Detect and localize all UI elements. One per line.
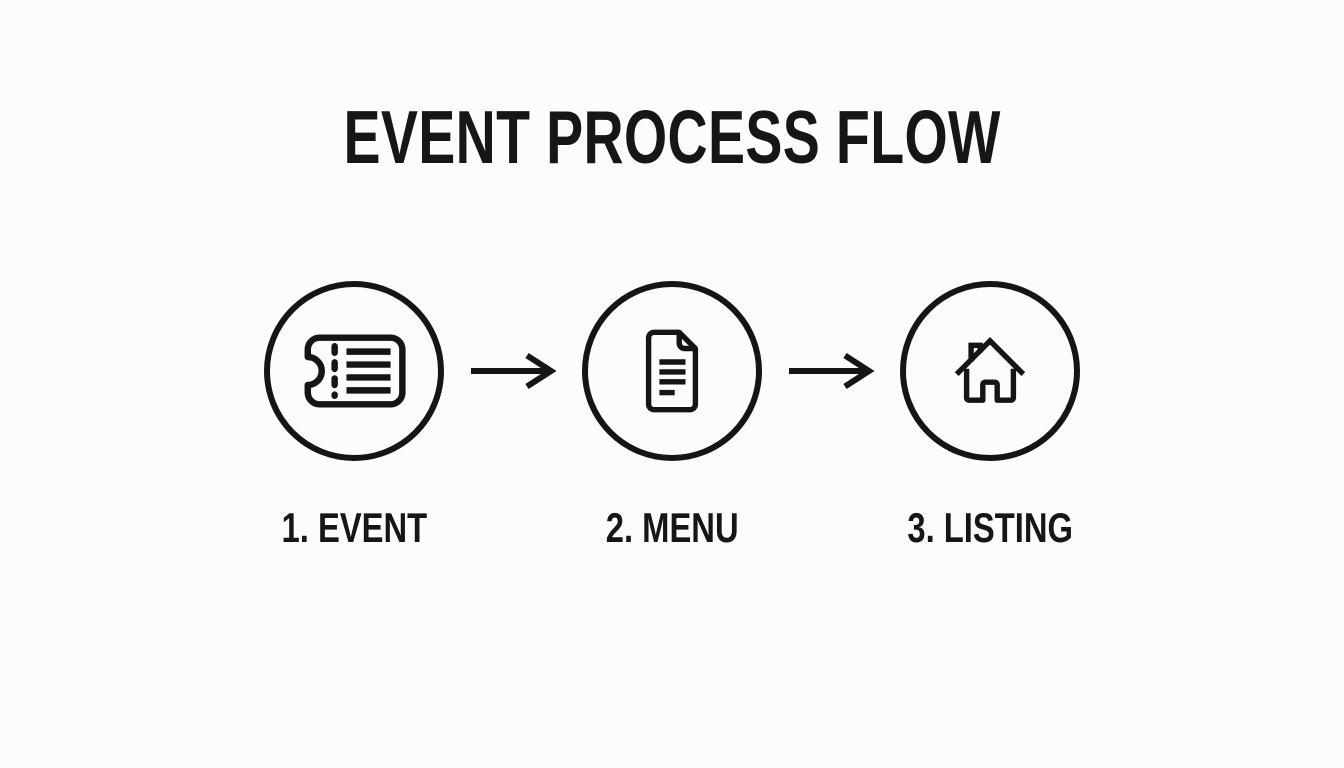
label-column-listing: 3. LISTING xyxy=(900,461,1080,553)
diagram-title: EVENT PROCESS FLOW xyxy=(0,96,1344,179)
label-spacer-2 xyxy=(762,461,900,462)
ticket-icon xyxy=(304,333,406,408)
step-event xyxy=(264,280,444,461)
process-flow xyxy=(0,280,1344,461)
step-label-listing-text: 3. LISTING xyxy=(907,503,1073,551)
label-column-menu: 2. MENU xyxy=(582,461,762,553)
event-step-circle xyxy=(264,280,444,461)
step-label-menu-text: 2. MENU xyxy=(605,503,739,551)
step-menu xyxy=(582,280,762,461)
menu-step-circle xyxy=(582,280,762,461)
diagram-canvas: EVENT PROCESS FLOW xyxy=(0,96,1344,768)
step-listing xyxy=(900,280,1080,461)
label-spacer-1 xyxy=(444,461,582,462)
step-label-listing: 3. LISTING xyxy=(884,503,1096,553)
home-icon xyxy=(954,336,1026,403)
diagram-title-text: EVENT PROCESS FLOW xyxy=(343,95,1001,179)
document-icon xyxy=(645,329,699,412)
arrow-right-icon xyxy=(471,352,557,389)
connector-2 xyxy=(762,281,900,461)
label-column-event: 1. EVENT xyxy=(264,461,444,553)
labels-row: 1. EVENT 2. MENU 3. LISTING xyxy=(0,461,1344,553)
step-label-menu: 2. MENU xyxy=(587,503,757,553)
connector-1 xyxy=(444,281,582,461)
arrow-right-icon xyxy=(789,352,875,389)
step-label-event: 1. EVENT xyxy=(261,503,448,553)
step-label-event-text: 1. EVENT xyxy=(281,503,427,551)
listing-step-circle xyxy=(900,280,1080,461)
